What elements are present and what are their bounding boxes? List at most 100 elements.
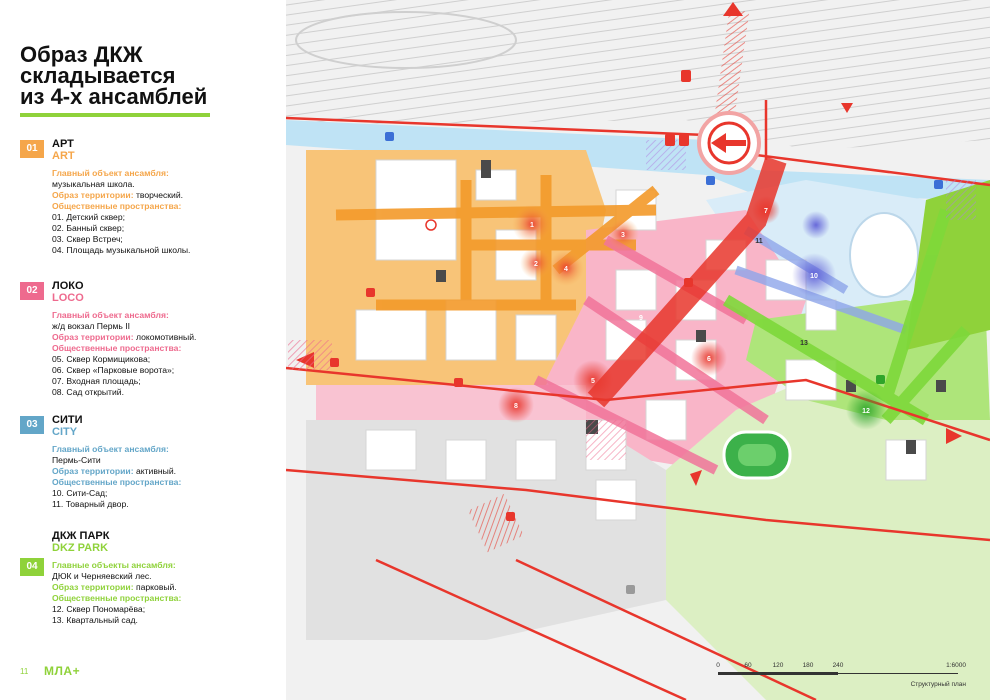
marker-label-3: 3 [621,232,625,239]
main-object-label: Главный объект ансамбля: [52,310,169,320]
space-marker-5 [573,360,613,400]
marker-label-2: 2 [534,261,538,268]
legend-panel: Образ ДКЖ складывается из 4-х ансамблей … [0,0,286,700]
ensemble-description: Главные объекты ансамбля: ДЮК и Черняевс… [52,560,282,626]
space-marker-4 [548,250,584,286]
page-number: 11 [20,667,29,676]
space-item: 12. Сквер Пономарёва; [52,604,146,614]
tram-icon [330,358,339,367]
scale-ratio: 1:6000 [946,662,966,669]
main-object-label: Главный объект ансамбля: [52,168,169,178]
east-approach [946,180,976,220]
railway-yard [286,0,990,150]
territory-label: Образ территории: [52,466,134,476]
space-marker-8 [498,387,534,423]
marker-label-12: 12 [862,408,870,415]
territory-label: Образ территории: [52,582,134,592]
ensemble-name: АРТ [52,138,74,150]
transit-icons [330,70,943,594]
north-approach [712,9,750,131]
marker-label-7: 7 [764,208,768,215]
title-underline [20,113,210,117]
park-green-edge [906,180,990,350]
main-avenue [587,156,787,408]
space-item: 07. Входная площадь; [52,376,141,386]
ensemble-description: Главный объект ансамбля: Пермь-Сити Обра… [52,444,282,510]
scale-tick-label: 60 [744,662,752,669]
south-approach [468,493,524,553]
space-marker-2 [520,247,552,279]
ensemble-number-badge: 02 [20,282,44,300]
ensemble-name-en: CITY [52,426,78,438]
territory-value: локомотивный. [135,332,197,342]
map-canvas: 1 2 3 4 5 6 7 8 9 10 12 11 13 [286,0,990,700]
marker-label-5: 5 [591,378,595,385]
space-item: 02. Банный сквер; [52,223,125,233]
marker-label-1: 1 [530,222,534,229]
tram-icon [506,512,515,521]
scale-bar-segment [718,672,838,675]
marker-label-13: 13 [800,340,808,347]
territory-value: парковый. [135,582,177,592]
marker-label-10: 10 [810,273,818,280]
public-spaces-label: Общественные пространства: [52,477,182,487]
plan-caption: Структурный план [911,680,967,688]
marker-labels-dark: 11 13 [755,238,808,347]
west-approach [288,340,332,370]
ensemble-description: Главный объект ансамбля: музыкальная шко… [52,168,282,256]
ensemble-name: СИТИ [52,414,83,426]
space-item: 10. Сити-Сад; [52,488,108,498]
sports-field-inner [738,444,776,466]
space-item: 03. Сквер Встреч; [52,234,123,244]
main-object-value: музыкальная школа. [52,179,135,189]
public-spaces-label: Общественные пространства: [52,343,182,353]
space-item: 01. Детский сквер; [52,212,126,222]
train-icon [681,70,691,82]
territory-label: Образ территории: [52,332,134,342]
loco-hatch [586,420,626,460]
structural-plan-map: 1 2 3 4 5 6 7 8 9 10 12 11 13 [286,0,990,700]
bus-icon [934,180,943,189]
ensemble-number-badge: 03 [20,416,44,434]
territory-value: творческий. [135,190,184,200]
arrow-south [690,470,702,486]
space-marker-11-glow [802,211,830,239]
ensemble-name-en: LOCO [52,292,84,304]
bus-icon [626,585,635,594]
space-item: 11. Товарный двор. [52,499,129,509]
marker-label-8: 8 [514,403,518,410]
tram-icon [684,278,693,287]
marker-label-6: 6 [707,356,711,363]
scale-tick-label: 180 [803,662,814,669]
page-title: Образ ДКЖ складывается из 4-х ансамблей [20,42,208,109]
ensemble-name: ДКЖ ПАРК [52,530,110,542]
space-marker-10 [792,253,836,297]
ensemble-description: Главный объект ансамбля: ж/д вокзал Перм… [52,310,282,398]
scale-tick-label: 120 [773,662,784,669]
train-icon [679,134,689,146]
marker-labels: 1 2 3 4 5 6 7 8 9 10 12 [514,208,870,415]
arrow-east [946,428,962,444]
ensemble-number-badge: 01 [20,140,44,158]
marker-label-4: 4 [564,266,568,273]
space-marker-6 [691,340,727,376]
main-object-label: Главные объекты ансамбля: [52,560,176,570]
bus-icon [706,176,715,185]
train-icon [665,134,675,146]
scale-ticks: 0 60 120 180 240 [716,662,844,669]
arrow-northeast [841,103,853,113]
bus-icon [385,132,394,141]
river-zone [286,120,990,200]
scale-bar-line [838,673,958,674]
space-item: 06. Сквер «Парковые ворота»; [52,365,175,375]
space-marker-7 [752,196,780,224]
ensemble-name-en: DKZ PARK [52,542,109,554]
main-object-value: ДЮК и Черняевский лес. [52,571,152,581]
main-object-value: ж/д вокзал Пермь II [52,321,131,331]
scale-tick-label: 240 [833,662,844,669]
rail-loop [295,11,517,69]
space-marker-12 [846,390,886,430]
space-marker-3 [607,218,639,250]
public-spaces-label: Общественные пространства: [52,201,182,211]
space-item: 08. Сад открытий. [52,387,124,397]
